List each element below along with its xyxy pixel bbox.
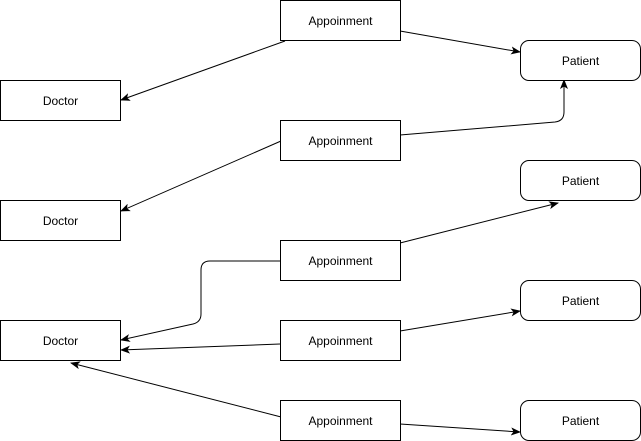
edge-appt1-doctor1 [120, 40, 286, 101]
patient-node: Patient [520, 160, 641, 201]
edge-appt4-patient3 [399, 308, 521, 332]
appointment-node: Appoinment [280, 0, 401, 41]
edge-appt3-patient2 [399, 201, 559, 244]
patient-node: Patient [520, 280, 641, 321]
doctor-node: Doctor [0, 320, 121, 361]
patient-node: Patient [520, 40, 641, 81]
edge-appt1-patient1 [399, 30, 521, 55]
edge-appt2-patient1 [399, 79, 568, 136]
appointment-node: Appoinment [280, 320, 401, 361]
appointment-node: Appoinment [280, 120, 401, 161]
edge-appt5-patient4 [399, 423, 521, 436]
appointment-node: Appoinment [280, 240, 401, 281]
appointment-node: Appoinment [280, 400, 401, 441]
edge-appt3-doctor3 [120, 260, 280, 342]
patient-node: Patient [520, 400, 641, 441]
edge-appt2-doctor2 [120, 140, 282, 212]
doctor-node: Doctor [0, 80, 121, 121]
doctor-node: Doctor [0, 200, 121, 241]
edge-appt5-doctor3 [70, 361, 286, 419]
edge-appt4-doctor3 [120, 343, 281, 354]
